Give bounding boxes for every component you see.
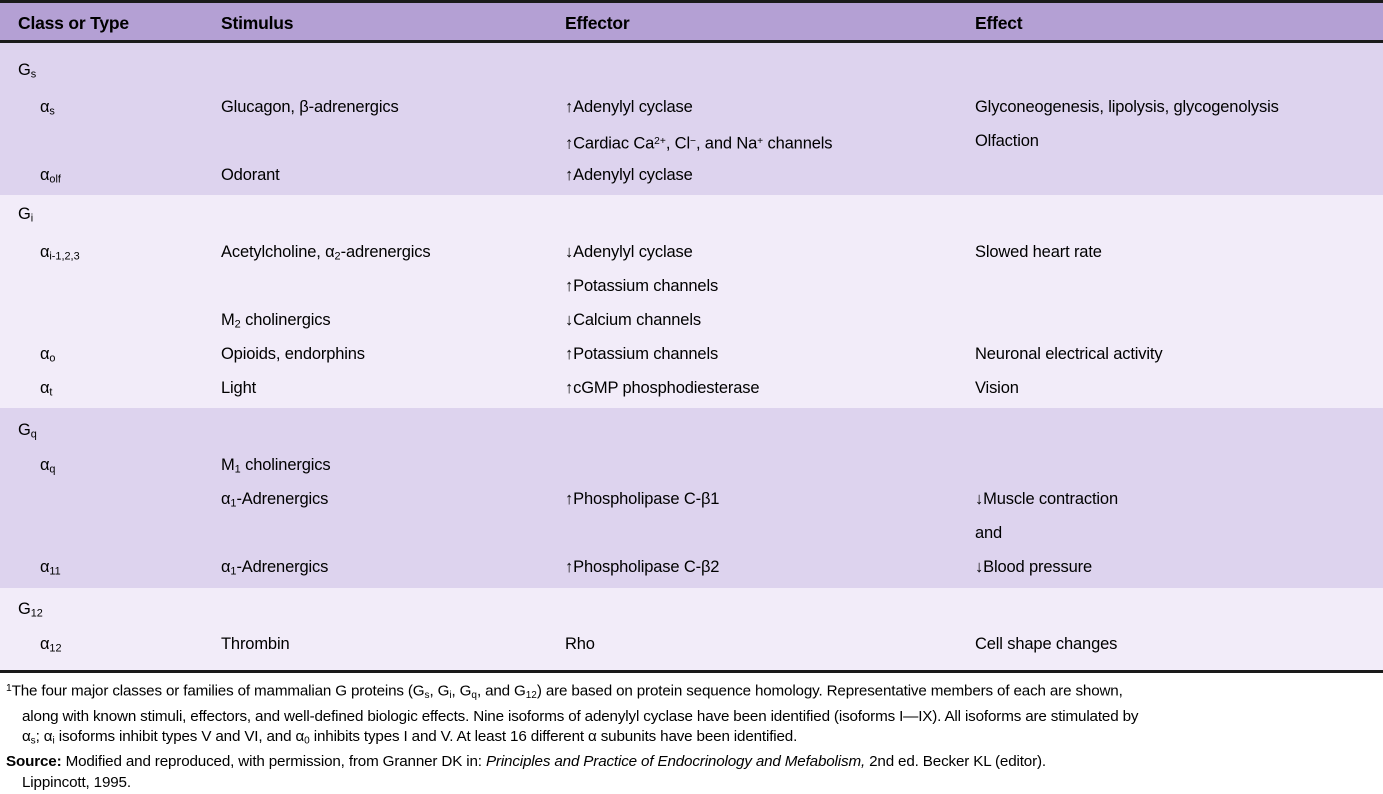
footnote-source: Source: Modified and reproduced, with pe… bbox=[6, 753, 1046, 771]
up-arrow-icon: ↑ bbox=[565, 98, 574, 116]
type-label-alpha-s: αs bbox=[40, 98, 55, 118]
footnote-1: 1The four major classes or families of m… bbox=[6, 679, 1373, 793]
stimulus-cell: M1 cholinergics bbox=[221, 456, 331, 476]
up-arrow-icon: ↑ bbox=[565, 379, 574, 397]
effector-cell: ↑Adenylyl cyclase bbox=[565, 98, 693, 116]
effect-cell: Glyconeogenesis, lipolysis, glycogenolys… bbox=[975, 98, 1279, 116]
effect-cell: Olfaction bbox=[975, 132, 1039, 150]
stimulus-cell: Acetylcholine, α2-adrenergics bbox=[221, 243, 431, 263]
up-arrow-icon: ↑ bbox=[565, 558, 574, 576]
footnote-line-2: along with known stimuli, effectors, and… bbox=[22, 707, 1139, 725]
type-label-alpha-i123: αi-1,2,3 bbox=[40, 243, 80, 263]
column-header-stimulus: Stimulus bbox=[221, 13, 294, 33]
footnote-line-1: 1The four major classes or families of m… bbox=[6, 682, 1123, 702]
table-band-gq: Gq αq M1 cholinergics α1-Adrenergics ↑Ph… bbox=[0, 408, 1383, 588]
footnote-marker: 1 bbox=[6, 683, 12, 694]
down-arrow-icon: ↓ bbox=[975, 558, 984, 576]
stimulus-cell: α1-Adrenergics bbox=[221, 558, 329, 578]
type-label-alpha-o: αo bbox=[40, 345, 56, 365]
class-label-gs: Gs bbox=[18, 61, 37, 81]
down-arrow-icon: ↓ bbox=[565, 243, 574, 261]
stimulus-cell: Odorant bbox=[221, 166, 280, 184]
effector-cell: ↓Adenylyl cyclase bbox=[565, 243, 693, 261]
effector-cell: ↑Potassium channels bbox=[565, 277, 719, 295]
column-header-effector: Effector bbox=[565, 13, 630, 33]
type-label-alpha-11: α11 bbox=[40, 558, 61, 578]
effector-cell: ↑Phospholipase C-β1 bbox=[565, 490, 720, 508]
type-label-alpha-t: αt bbox=[40, 379, 53, 399]
effect-cell: Neuronal electrical activity bbox=[975, 345, 1163, 363]
effect-cell: and bbox=[975, 524, 1003, 542]
up-arrow-icon: ↑ bbox=[565, 277, 574, 295]
effect-cell: ↓Muscle contraction bbox=[975, 490, 1118, 508]
type-label-alpha-12: α12 bbox=[40, 635, 62, 655]
effector-cell: ↑cGMP phosphodiesterase bbox=[565, 379, 760, 397]
type-label-alpha-olf: αolf bbox=[40, 166, 61, 186]
effector-cell: ↑Potassium channels bbox=[565, 345, 719, 363]
stimulus-cell: Opioids, endorphins bbox=[221, 345, 365, 363]
stimulus-cell: Light bbox=[221, 379, 257, 397]
effector-cell: ↑Cardiac Ca2+, Cl−, and Na+ channels bbox=[565, 134, 833, 153]
class-label-gq: Gq bbox=[18, 421, 37, 441]
table-header-row: Class or Type Stimulus Effector Effect bbox=[0, 0, 1383, 43]
class-label-gi: Gi bbox=[18, 205, 34, 225]
up-arrow-icon: ↑ bbox=[565, 490, 574, 508]
up-arrow-icon: ↑ bbox=[565, 166, 574, 184]
stimulus-cell: α1-Adrenergics bbox=[221, 490, 329, 510]
table-band-gi: Gi αi-1,2,3 Acetylcholine, α2-adrenergic… bbox=[0, 195, 1383, 408]
effect-cell: Slowed heart rate bbox=[975, 243, 1102, 261]
down-arrow-icon: ↓ bbox=[975, 490, 984, 508]
column-header-effect: Effect bbox=[975, 13, 1023, 33]
column-header-class-or-type: Class or Type bbox=[18, 13, 129, 33]
effector-cell: Rho bbox=[565, 635, 595, 653]
down-arrow-icon: ↓ bbox=[565, 311, 574, 329]
table-band-gs: Gs αs Glucagon, β-adrenergics ↑Adenylyl … bbox=[0, 43, 1383, 195]
stimulus-cell: Glucagon, β-adrenergics bbox=[221, 98, 399, 116]
effect-cell: Vision bbox=[975, 379, 1019, 397]
stimulus-cell: Thrombin bbox=[221, 635, 290, 653]
effector-cell: ↑Adenylyl cyclase bbox=[565, 166, 693, 184]
table-band-g12: G12 α12 Thrombin Rho Cell shape changes bbox=[0, 588, 1383, 670]
type-label-alpha-q: αq bbox=[40, 456, 56, 476]
table-bottom-rule bbox=[0, 670, 1383, 673]
stimulus-cell: M2 cholinergics bbox=[221, 311, 331, 331]
effect-cell: Cell shape changes bbox=[975, 635, 1118, 653]
effect-cell: ↓Blood pressure bbox=[975, 558, 1092, 576]
effector-cell: ↓Calcium channels bbox=[565, 311, 701, 329]
footnote-source-line-2: Lippincott, 1995. bbox=[22, 773, 131, 791]
up-arrow-icon: ↑ bbox=[565, 345, 574, 363]
up-arrow-icon: ↑ bbox=[565, 134, 574, 153]
table-footnotes: 1The four major classes or families of m… bbox=[0, 673, 1383, 793]
footnote-line-3: αs; αi isoforms inhibit types V and VI, … bbox=[22, 728, 798, 747]
class-label-g12: G12 bbox=[18, 600, 43, 620]
effector-cell: ↑Phospholipase C-β2 bbox=[565, 558, 720, 576]
